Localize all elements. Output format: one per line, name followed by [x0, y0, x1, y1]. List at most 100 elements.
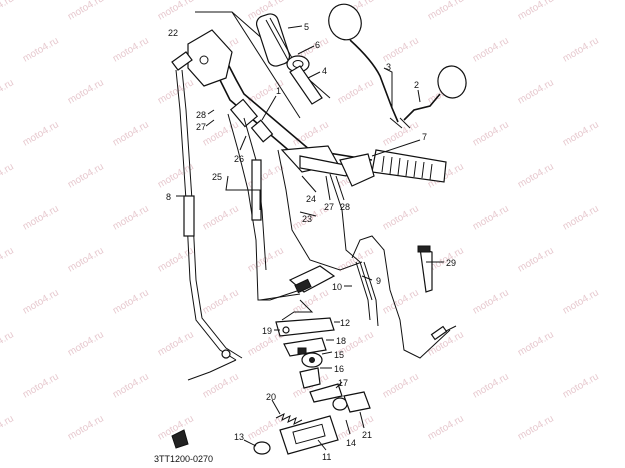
right-mirror-part	[437, 65, 467, 99]
callout-24: 24	[306, 194, 316, 204]
watermark-text: moto4.ru	[381, 371, 421, 400]
watermark-text: moto4.ru	[201, 119, 241, 148]
switch-housing-part	[279, 415, 339, 455]
watermark-text: moto4.ru	[291, 119, 331, 148]
callout-25: 25	[212, 172, 222, 182]
watermark-text: moto4.ru	[426, 0, 466, 23]
watermark-text: moto4.ru	[0, 161, 16, 190]
watermark-text: moto4.ru	[111, 203, 151, 232]
watermark-text: moto4.ru	[111, 119, 151, 148]
watermark-text: moto4.ru	[471, 287, 511, 316]
watermark-text: moto4.ru	[0, 0, 16, 23]
throttle-tube-part	[289, 65, 323, 105]
callout-17: 17	[338, 378, 348, 388]
left-mirror-part	[328, 3, 362, 41]
switch-plate-part	[275, 317, 335, 337]
watermark-text: moto4.ru	[561, 119, 601, 148]
watermark-text: moto4.ru	[156, 77, 196, 106]
watermark-text: moto4.ru	[381, 287, 421, 316]
watermark-text: moto4.ru	[426, 413, 466, 442]
callout-15: 15	[334, 350, 344, 360]
callout-16: 16	[334, 364, 344, 374]
watermark-text: moto4.ru	[111, 371, 151, 400]
callout-1: 1	[276, 86, 281, 96]
callout-2: 2	[414, 80, 419, 90]
watermark-text: moto4.ru	[516, 161, 556, 190]
watermark-text: moto4.ru	[381, 119, 421, 148]
callout-5: 5	[304, 22, 309, 32]
watermark-text: moto4.ru	[561, 203, 601, 232]
watermark-text: moto4.ru	[471, 371, 511, 400]
callout-13: 13	[234, 432, 244, 442]
watermark-text: moto4.ru	[21, 119, 61, 148]
watermark-text: moto4.ru	[336, 77, 376, 106]
watermark-text: moto4.ru	[66, 77, 106, 106]
watermark-text: moto4.ru	[516, 245, 556, 274]
watermark-text: moto4.ru	[156, 329, 196, 358]
watermark-text: moto4.ru	[66, 161, 106, 190]
watermark-text: moto4.ru	[246, 245, 286, 274]
choke-lever-part	[419, 247, 433, 293]
watermark-text: moto4.ru	[516, 329, 556, 358]
watermark-text: moto4.ru	[561, 35, 601, 64]
watermark-text: moto4.ru	[0, 77, 16, 106]
watermark-text: moto4.ru	[66, 413, 106, 442]
callout-6: 6	[315, 40, 320, 50]
callout-21: 21	[362, 430, 372, 440]
callout-27a: 27	[196, 122, 206, 132]
watermark-text: moto4.ru	[66, 0, 106, 23]
callout-26: 26	[234, 154, 244, 164]
callout-14: 14	[346, 438, 356, 448]
watermark-text: moto4.ru	[21, 371, 61, 400]
watermark-text: moto4.ru	[561, 287, 601, 316]
watermark-text: moto4.ru	[201, 203, 241, 232]
callout-20: 20	[266, 392, 276, 402]
callout-22: 22	[168, 28, 178, 38]
part-code: 3TT1200-0270	[154, 454, 213, 464]
switch-components	[171, 317, 371, 455]
callout-4: 4	[322, 66, 327, 76]
watermark-text: moto4.ru	[21, 35, 61, 64]
watermark-text: moto4.ru	[381, 203, 421, 232]
callout-27b: 27	[324, 202, 334, 212]
callout-10: 10	[332, 282, 342, 292]
watermark-text: moto4.ru	[246, 413, 286, 442]
watermark-text: moto4.ru	[201, 287, 241, 316]
watermark-text: moto4.ru	[516, 413, 556, 442]
watermark-text: moto4.ru	[561, 371, 601, 400]
watermark-text: moto4.ru	[66, 245, 106, 274]
callout-12: 12	[340, 318, 350, 328]
watermark-text: moto4.ru	[66, 329, 106, 358]
watermark-text: moto4.ru	[156, 0, 196, 23]
watermark-text: moto4.ru	[21, 287, 61, 316]
callout-7: 7	[422, 132, 427, 142]
watermark-text: moto4.ru	[0, 329, 16, 358]
watermark-text: moto4.ru	[471, 35, 511, 64]
callout-29: 29	[446, 258, 456, 268]
handlebar-assembly	[171, 11, 447, 187]
watermark-text: moto4.ru	[0, 413, 16, 442]
leader-lines	[176, 25, 444, 451]
callout-11: 11	[322, 452, 331, 462]
watermark-text: moto4.ru	[21, 203, 61, 232]
callout-labels: 22 5 6 4 3 2 1 28 27 7 26 25 8 24 27 28 …	[154, 22, 456, 464]
watermark-text: moto4.ru	[201, 371, 241, 400]
watermark-text: moto4.ru	[471, 203, 511, 232]
watermark-text: moto4.ru	[516, 77, 556, 106]
callout-28a: 28	[196, 110, 206, 120]
callout-23: 23	[302, 214, 312, 224]
mirrors	[328, 3, 467, 129]
watermark-text: moto4.ru	[0, 245, 16, 274]
callout-19: 19	[262, 326, 272, 336]
left-grip-part	[255, 13, 291, 67]
callout-3: 3	[386, 62, 391, 72]
callout-8: 8	[166, 192, 171, 202]
watermark-text: moto4.ru	[111, 287, 151, 316]
watermark-text: moto4.ru	[471, 119, 511, 148]
callout-18: 18	[336, 336, 346, 346]
left-switch-housing-part	[187, 29, 233, 87]
watermark-text: moto4.ru	[381, 35, 421, 64]
callout-9: 9	[376, 276, 381, 286]
clutch-lever-part	[171, 51, 193, 71]
